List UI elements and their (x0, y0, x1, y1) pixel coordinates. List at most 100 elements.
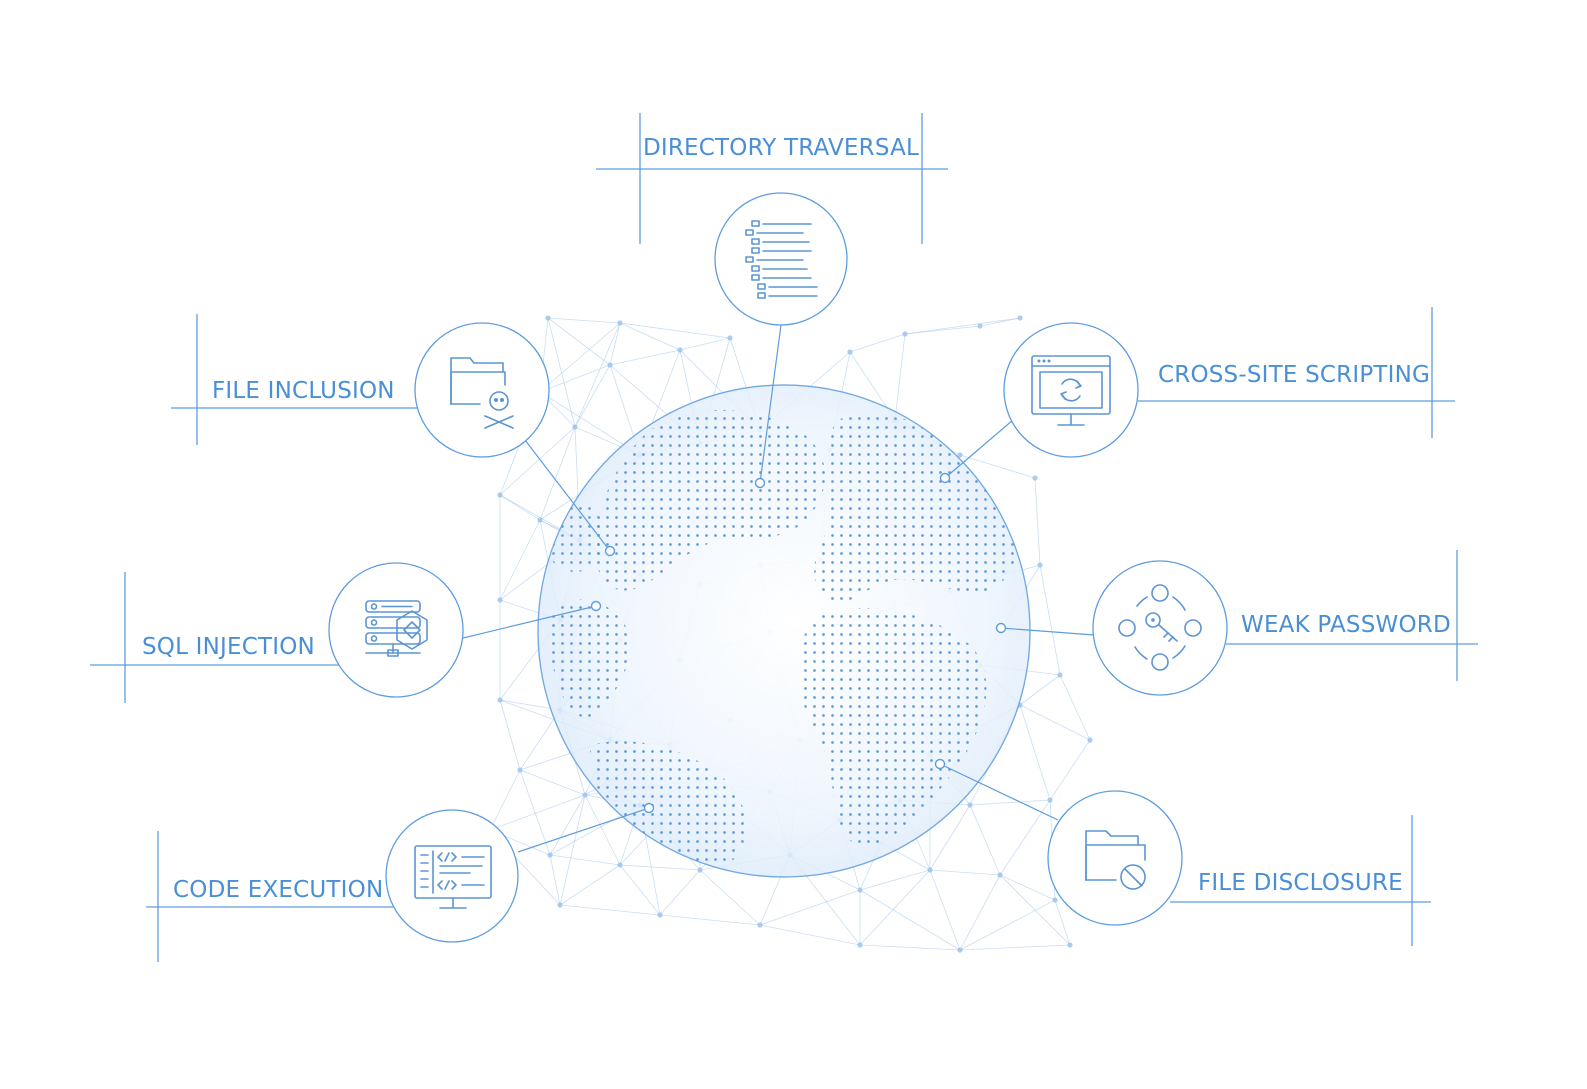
network-link (619, 864, 701, 871)
network-link (929, 869, 1001, 876)
topic-circle-file-disclosure (1047, 790, 1183, 926)
database-server-icon (365, 600, 428, 657)
network-link (904, 317, 1021, 335)
network-node (545, 315, 551, 321)
network-link (959, 874, 1001, 951)
network-link (499, 699, 521, 771)
network-node (1067, 942, 1073, 948)
topic-label-cross-site-scripting: CROSS-SITE SCRIPTING (1158, 362, 1430, 388)
network-link (1039, 564, 1061, 676)
network-node (1057, 672, 1063, 678)
key-cycle-icon (1118, 584, 1202, 671)
network-link (499, 426, 576, 496)
network-link (959, 944, 1071, 951)
network-link (609, 349, 681, 366)
network-link (539, 322, 621, 393)
connector-weak-password (1000, 627, 1095, 636)
network-node (1032, 475, 1038, 481)
network-node (727, 335, 733, 341)
network-link (959, 454, 1036, 479)
connector-code-execution (517, 807, 650, 853)
network-node (902, 331, 908, 337)
connector-node-code-execution (643, 802, 655, 814)
topic-directory-traversal: DIRECTORY TRAVERSAL (596, 113, 948, 326)
network-link (1034, 477, 1041, 566)
topic-sql-injection: SQL INJECTION (90, 562, 464, 703)
network-link (894, 333, 906, 421)
network-node (677, 347, 683, 353)
network-node (572, 424, 578, 430)
network-link (929, 869, 961, 951)
network-node (547, 852, 553, 858)
network-link (929, 804, 971, 871)
connector-node-weak-password (995, 622, 1007, 634)
network-node (977, 323, 983, 329)
topic-circle-sql-injection (328, 562, 464, 698)
network-node (497, 697, 503, 703)
topic-label-code-execution: CODE EXECUTION (173, 877, 383, 903)
network-link (574, 364, 611, 428)
network-link (969, 799, 1051, 806)
connector-node-file-inclusion (604, 545, 616, 557)
network-link (959, 899, 1056, 951)
connector-file-inclusion (524, 439, 611, 552)
network-link (619, 322, 731, 339)
network-link (559, 864, 621, 906)
network-node (697, 867, 703, 873)
network-link (609, 322, 621, 366)
network-node (1017, 315, 1023, 321)
topic-circle-weak-password (1092, 560, 1228, 696)
network-link (859, 869, 931, 891)
network-link (547, 317, 621, 324)
network-link (489, 794, 586, 831)
network-link (659, 869, 701, 916)
network-link (549, 854, 621, 866)
folder-tree-icon (745, 220, 818, 299)
topic-file-inclusion: FILE INCLUSION (171, 314, 550, 458)
topic-code-execution: CODE EXECUTION (146, 809, 519, 962)
network-link (969, 804, 1001, 876)
network-node (607, 362, 613, 368)
connector-file-disclosure (939, 763, 1059, 821)
topic-circle-code-execution (385, 809, 519, 943)
network-link (659, 914, 761, 926)
network-link (539, 426, 576, 521)
network-link (759, 889, 861, 926)
connector-node-file-disclosure (934, 758, 946, 770)
network-node (957, 452, 963, 458)
network-link (849, 333, 906, 353)
folder-skull-icon (450, 357, 514, 429)
network-link (619, 322, 681, 351)
network-link (559, 794, 586, 906)
network-link (999, 874, 1071, 946)
topic-circle-file-inclusion (414, 322, 550, 458)
network-node (1087, 737, 1093, 743)
network-link (539, 364, 611, 393)
network-node (1052, 897, 1058, 903)
network-node (957, 947, 963, 953)
connector-node-directory-traversal (754, 477, 766, 489)
network-link (559, 904, 661, 916)
topic-label-file-disclosure: FILE DISCLOSURE (1198, 870, 1403, 896)
monitor-refresh-icon (1031, 355, 1111, 426)
network-node (617, 320, 623, 326)
network-link (1049, 739, 1091, 801)
network-link (549, 854, 561, 906)
connector-cross-site-scripting (944, 419, 1014, 479)
topic-circle-cross-site-scripting (1003, 322, 1139, 458)
network-node (967, 802, 973, 808)
network-link (547, 317, 611, 366)
network-node (497, 492, 503, 498)
topic-label-weak-password: WEAK PASSWORD (1241, 612, 1451, 638)
network-link (547, 317, 576, 428)
connector-node-cross-site-scripting (939, 472, 951, 484)
network-node (927, 867, 933, 873)
network-node (517, 767, 523, 773)
network-link (519, 709, 561, 771)
network-link (904, 325, 981, 335)
network-node (847, 349, 853, 355)
network-node (497, 597, 503, 603)
network-link (574, 322, 621, 428)
network-link (759, 924, 861, 946)
